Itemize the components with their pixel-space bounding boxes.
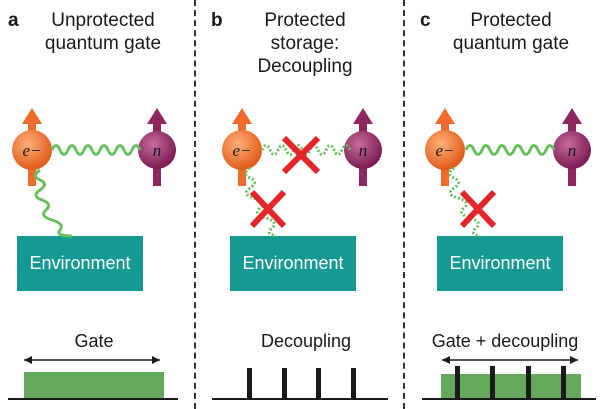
panel-c-letter: c <box>420 10 431 31</box>
gate-bar <box>24 372 164 398</box>
panel-a-letter: a <box>8 10 19 31</box>
decoupling-pulses <box>247 368 356 399</box>
electron-label: e− <box>22 141 41 160</box>
electron-icon: e− <box>222 108 262 186</box>
cross-icon <box>249 189 287 229</box>
nucleus-icon: n <box>553 108 591 186</box>
panel-divider-2 <box>403 0 405 409</box>
panel-c-title-line-2: quantum gate <box>452 33 570 54</box>
decoupling-pulses <box>455 366 566 399</box>
panel-a-title-line-1: Unprotected <box>51 10 155 31</box>
panel-a-environment-box: Environment <box>17 236 143 291</box>
panel-b-graphics: e− n <box>212 108 388 400</box>
electron-environment-coupling <box>448 166 481 238</box>
electron-environment-coupling <box>34 168 73 238</box>
cross-icon <box>281 135 321 175</box>
electron-nucleus-coupling <box>464 144 556 156</box>
nucleus-icon: n <box>344 108 382 186</box>
panel-c-environment-box: Environment <box>437 236 563 291</box>
panel-c-graphics: e− n <box>422 108 596 400</box>
panel-b-environment-box: Environment <box>230 236 356 291</box>
panel-a-title-line-2: quantum gate <box>44 33 162 54</box>
panel-a-graphics: e− n <box>8 108 178 400</box>
electron-icon: e− <box>12 108 52 186</box>
panel-b-title-line-1: Protected <box>264 10 346 31</box>
panel-b-bottom-label: Decoupling <box>260 331 352 351</box>
gate-bar <box>441 374 581 399</box>
svg-text:n: n <box>359 141 368 160</box>
cross-icon <box>459 189 497 229</box>
panel-a-bottom-label: Gate <box>74 331 114 351</box>
panel-b-title: Protected storage: Decoupling <box>230 9 380 78</box>
panel-c-title: Protected quantum gate <box>436 9 586 55</box>
electron-nucleus-coupling <box>50 144 142 156</box>
svg-text:e−: e− <box>232 141 251 160</box>
svg-text:e−: e− <box>435 141 454 160</box>
svg-text:n: n <box>568 141 577 160</box>
panel-c-title-line-1: Protected <box>470 10 552 31</box>
panel-b-title-line-3: Decoupling <box>257 56 353 77</box>
panel-a-title: Unprotected quantum gate <box>28 9 178 55</box>
panel-b-title-line-2: storage: <box>270 33 340 54</box>
panel-c-bottom-label: Gate + decoupling <box>431 331 579 351</box>
panel-b-letter: b <box>211 10 223 31</box>
nucleus-icon: n <box>138 108 176 186</box>
electron-nucleus-coupling <box>260 144 352 156</box>
electron-icon: e− <box>425 108 465 186</box>
nucleus-label: n <box>153 141 162 160</box>
panel-divider-1 <box>194 0 196 409</box>
